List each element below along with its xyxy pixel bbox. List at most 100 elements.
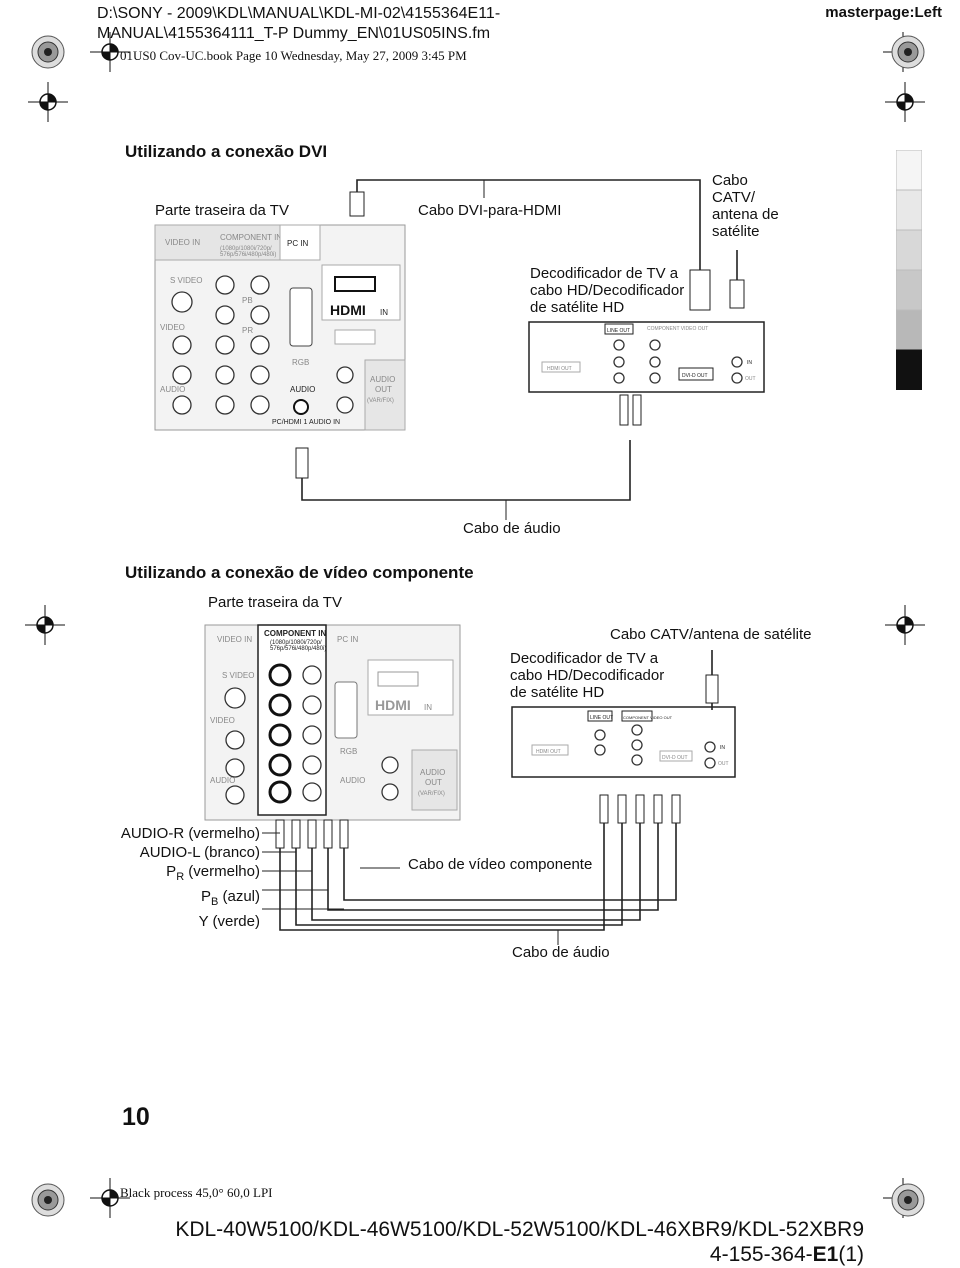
tv-rear-label-dvi: Parte traseira da TV <box>155 202 289 219</box>
comp-r-jack <box>215 395 235 415</box>
video-in-label: VIDEO IN <box>217 635 252 644</box>
decoder-jack <box>649 372 661 384</box>
audio-label: AUDIO <box>210 776 235 785</box>
registration-circle-icon <box>891 35 925 69</box>
s-video-label: S VIDEO <box>222 671 254 680</box>
comp2-pr-jack <box>250 335 270 355</box>
rca-plug-icon <box>599 794 609 824</box>
video-label: VIDEO <box>210 716 235 725</box>
pb-label: PB <box>242 296 253 305</box>
legend-item: Y (verde) <box>198 913 260 930</box>
decoder-line: Decodificador de TV a <box>530 265 679 282</box>
registration-circle-icon <box>31 35 65 69</box>
catv-line: Cabo <box>712 172 748 189</box>
legend-text: (vermelho) <box>184 863 260 880</box>
catv-line: CATV/ <box>712 189 756 206</box>
component-cable <box>311 823 641 921</box>
decoder-line: Decodificador de TV a <box>510 650 659 667</box>
component-out-label: COMPONENT VIDEO OUT <box>623 715 673 720</box>
out-label: OUT <box>745 376 756 382</box>
legend-prefix: P <box>200 888 211 905</box>
dvi-out-label: DVI-D OUT <box>662 755 688 761</box>
legend-item: PB (azul) <box>90 887 260 912</box>
pc-hdmi-audio-label: PC/HDMI 1 AUDIO IN <box>272 419 340 426</box>
hdmi-audio-r-jack <box>381 783 399 801</box>
legend-text: (azul) <box>218 888 260 905</box>
comp2-r-jack <box>250 395 270 415</box>
rca-plug-icon <box>323 819 333 849</box>
crosshair-mark-icon <box>25 605 65 645</box>
audio-cable <box>295 823 623 926</box>
coax-plug-icon <box>705 674 719 704</box>
comp2-l-jack <box>250 365 270 385</box>
rca-plug-icon <box>275 819 285 849</box>
rca-plug-icon <box>291 819 301 849</box>
comp-l-jack <box>268 753 292 777</box>
crosshair-mark-icon <box>885 82 925 122</box>
decoder-line: de satélite HD <box>510 684 605 701</box>
comp2-y-jack <box>302 665 322 685</box>
decoder-label-dvi: Decodificador de TV a cabo HD/Decodifica… <box>530 265 684 316</box>
catv-label-component: Cabo CATV/antena de satélite <box>610 626 812 643</box>
rca-plug-icon <box>632 394 642 426</box>
hdmi-audio-l-jack <box>381 756 399 774</box>
video-jack <box>225 730 245 750</box>
tv-back-panel-component: VIDEO IN COMPONENT IN (1080p/1080i/720p/… <box>204 624 461 821</box>
audio-out-label: OUT <box>375 385 392 394</box>
component-res-label: 576p/576i/480p/480i) <box>220 252 276 258</box>
legend-item: AUDIO-R (vermelho) <box>120 825 260 842</box>
antenna-out-jack <box>704 757 716 769</box>
tv-rear-label-component: Parte traseira da TV <box>208 594 342 611</box>
line-out-label: LINE OUT <box>607 328 630 334</box>
s-video-jack <box>171 291 193 313</box>
dvi-hdmi-cable <box>356 179 701 290</box>
audio-out-label: AUDIO <box>420 768 445 777</box>
audio-r-jack <box>225 785 245 805</box>
color-calibration-bar <box>896 150 922 390</box>
decoder-line: cabo HD/Decodificador <box>530 282 685 299</box>
pc-audio-jack <box>293 399 309 415</box>
hdmi-logo-icon: HDMI <box>330 302 366 318</box>
catv-label-dvi: Cabo CATV/ antena de satélite <box>712 172 779 240</box>
decoder-jack <box>594 744 606 756</box>
decoder-jack <box>631 754 643 766</box>
rca-plug-icon <box>619 394 629 426</box>
out-label: OUT <box>718 761 729 767</box>
hdmi2-port <box>334 329 376 345</box>
rca-plug-icon <box>671 794 681 824</box>
rca-plug-icon <box>653 794 663 824</box>
header-masterpage: masterpage:Left <box>825 4 942 21</box>
footer-models: KDL-40W5100/KDL-46W5100/KDL-52W5100/KDL-… <box>175 1218 864 1241</box>
decoder-line: de satélite HD <box>530 299 625 316</box>
hdmi-logo-icon: HDMI <box>375 697 411 713</box>
component-out-label: COMPONENT VIDEO OUT <box>647 326 708 332</box>
crosshair-mark-icon <box>90 32 130 72</box>
comp-pr-jack <box>215 335 235 355</box>
decoder-jack <box>594 729 606 741</box>
antenna-in-jack <box>704 741 716 753</box>
comp2-pb-jack <box>250 305 270 325</box>
hdmi-plug-icon <box>349 191 365 217</box>
registration-circle-icon <box>31 1183 65 1217</box>
decoder-jack <box>631 739 643 751</box>
rca-plug-icon <box>617 794 627 824</box>
comp-l-jack <box>215 365 235 385</box>
registration-circle-icon <box>891 1183 925 1217</box>
legend-sub: R <box>176 871 185 883</box>
footer-code-bold: E1 <box>812 1243 839 1266</box>
legend-sub: B <box>210 896 219 908</box>
hdmi-in-label: IN <box>424 703 432 712</box>
component-res-label: (1080p/1080i/720p/ <box>220 246 272 252</box>
hdmi1-port <box>377 671 419 687</box>
comp2-l-jack <box>302 755 322 775</box>
in-label: IN <box>747 360 752 366</box>
rgb-port <box>334 681 358 739</box>
comp-y-jack <box>268 663 292 687</box>
audio-cable <box>279 823 605 931</box>
comp-pb-jack <box>215 305 235 325</box>
video-jack <box>172 335 192 355</box>
header-path-line2: MANUAL\4155364111_T-P Dummy_EN\01US05INS… <box>97 25 491 42</box>
decoder-box-dvi: LINE OUT COMPONENT VIDEO OUT HDMI OUT DV… <box>528 321 765 393</box>
s-video-jack <box>224 687 246 709</box>
dvi-plug-icon <box>689 269 711 311</box>
